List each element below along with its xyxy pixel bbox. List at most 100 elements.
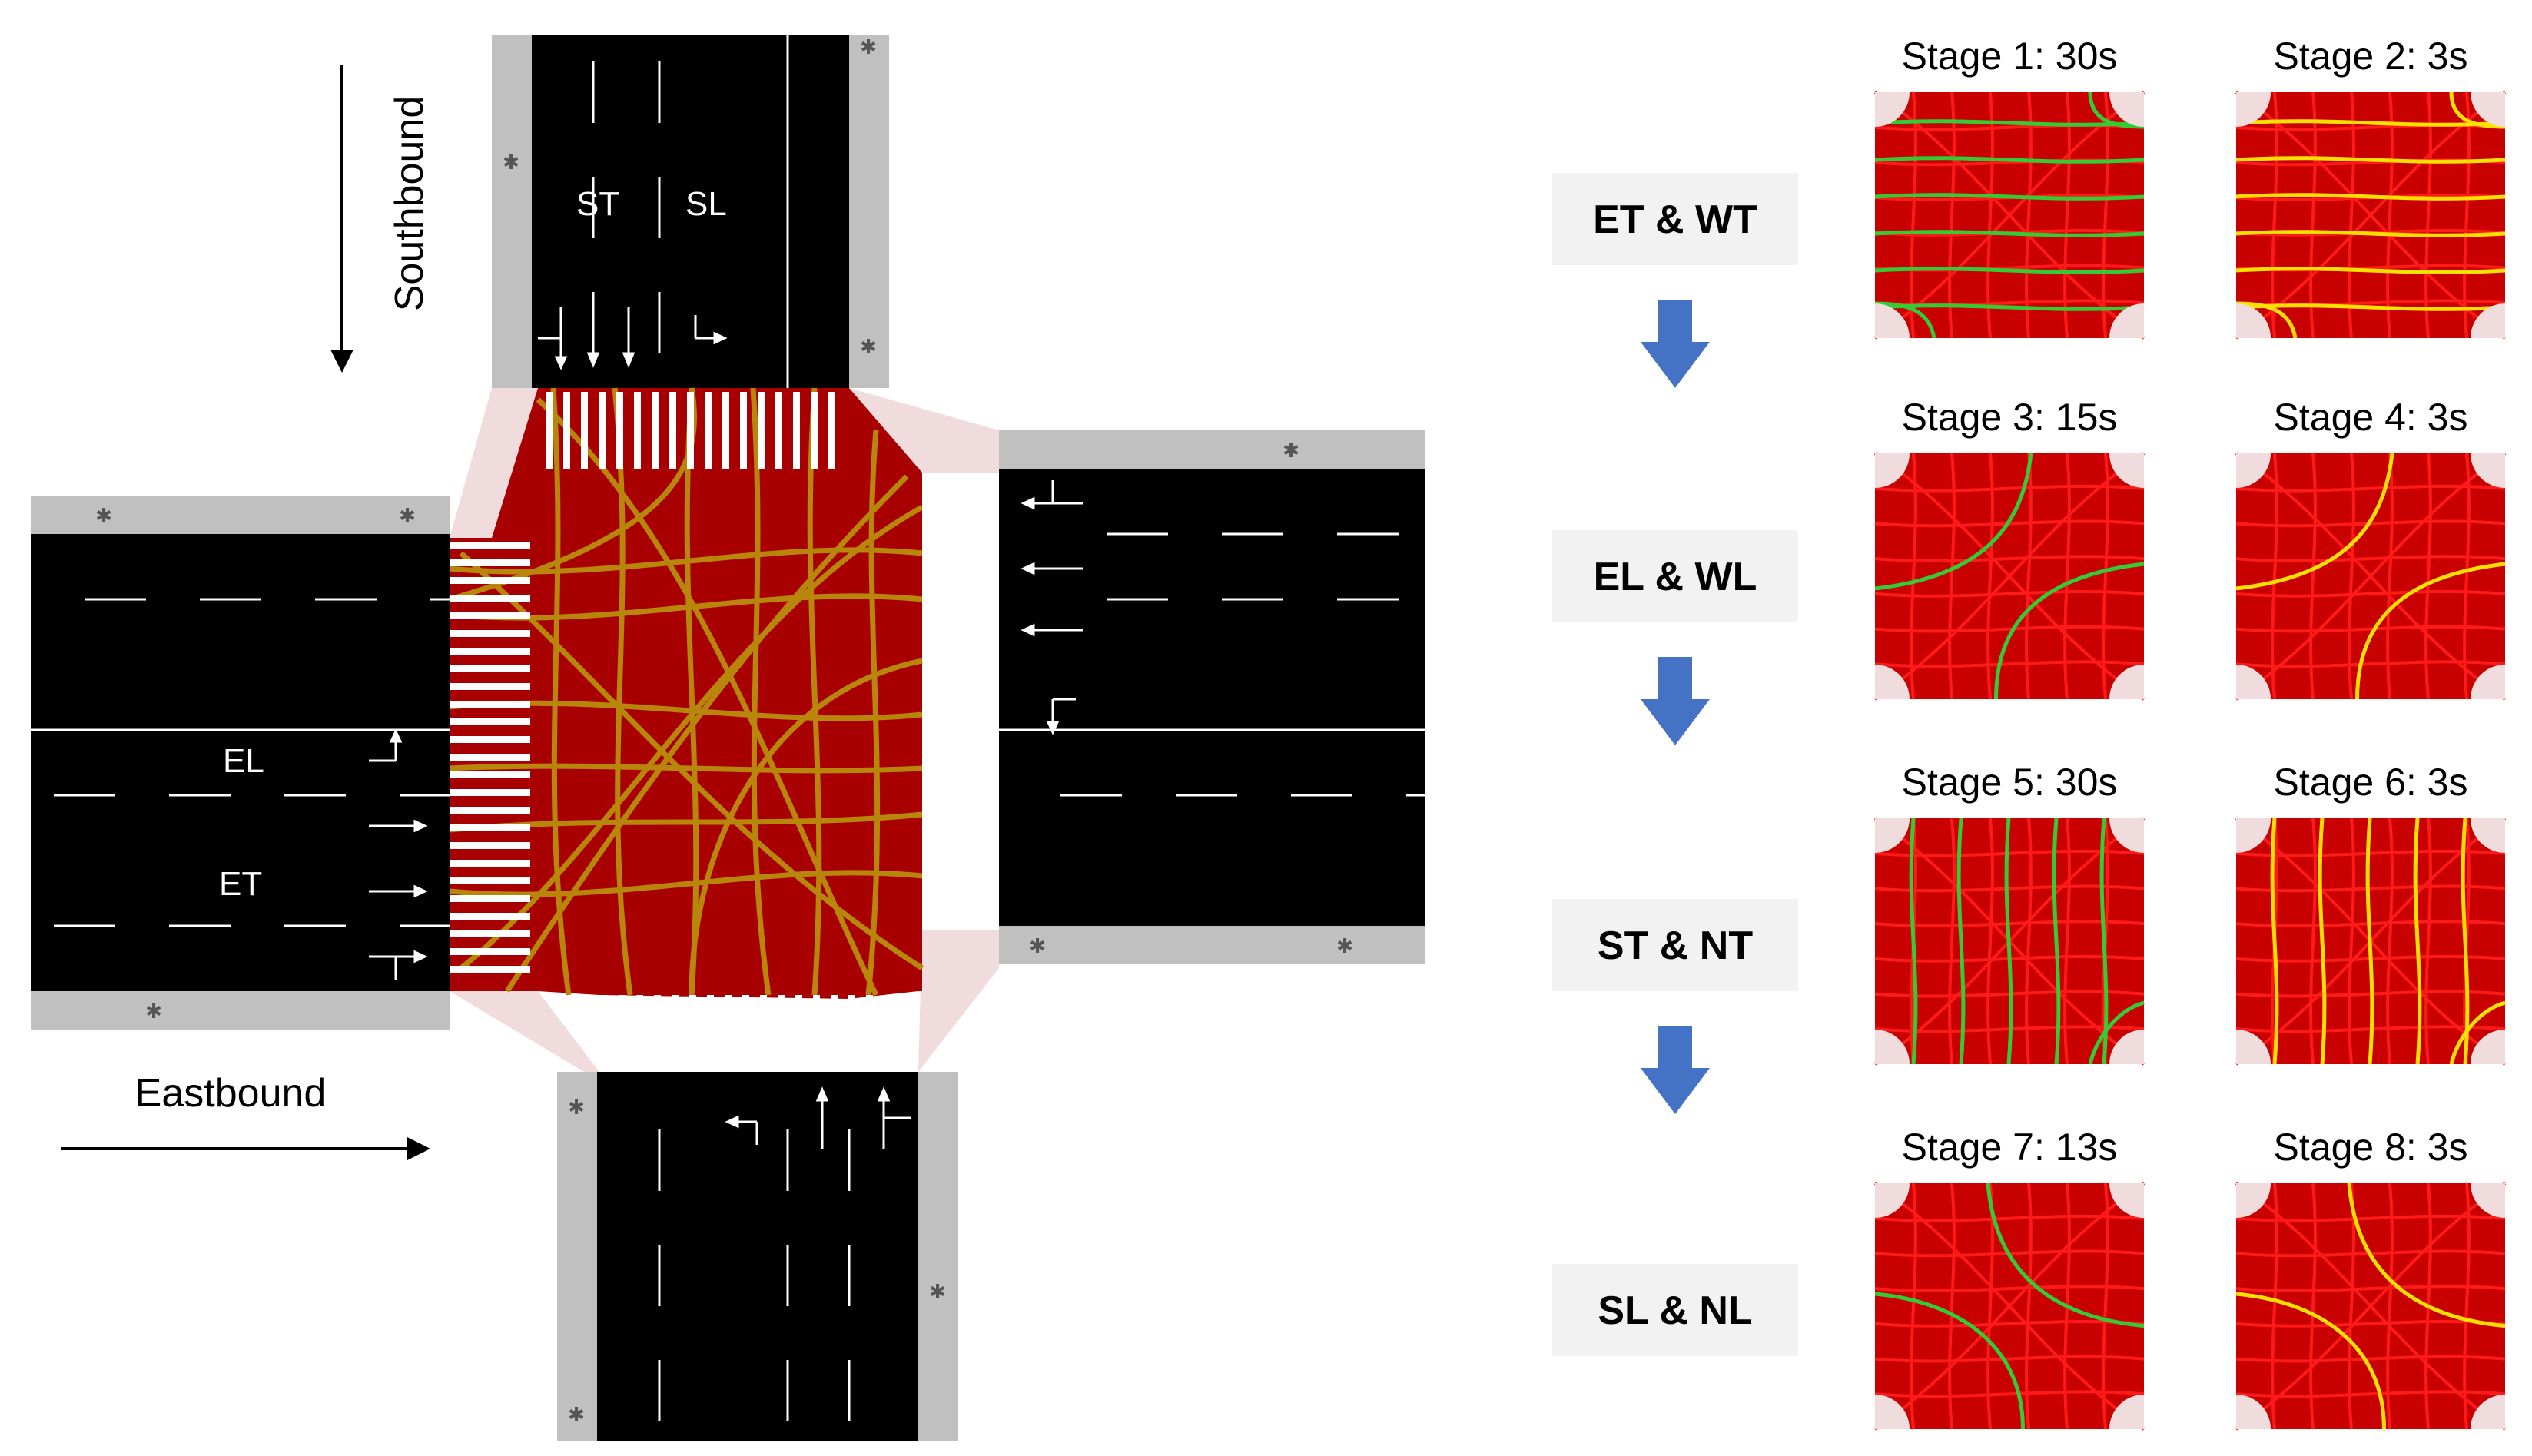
active-movement-paths [1874,91,2145,339]
phase-transition-arrow [1641,657,1710,745]
lane-markings [54,61,1425,1429]
lane-labels: ST SL EL ET [219,185,727,903]
stage-corners [2236,1183,2505,1429]
lane-arrows [369,307,1083,1149]
junction-area [450,388,922,999]
arrow-north-left [725,1115,758,1145]
pedestrian-icon: ✱ [503,151,519,174]
phase-transition-arrow [1641,1026,1710,1114]
stage-title: Stage 5: 30s [1902,761,2118,804]
arrow-west-left [1046,698,1076,735]
stage-grid-lines [1873,452,2145,701]
pedestrian-icon: ✱ [1283,439,1299,463]
phase-sequence: ET & WT EL & WL ST & NT SL & NL [1552,173,1798,1356]
active-movement-paths [1909,818,2145,1065]
stage-corners [1875,818,2144,1064]
active-movement-paths [2235,453,2506,700]
arrow-west-3 [1020,623,1083,637]
southbound-label: Southbound [387,96,432,312]
stage-title: Stage 2: 3s [2274,35,2468,78]
stage-title: Stage 8: 3s [2274,1126,2468,1169]
stage-grid-lines [2235,452,2507,701]
stage-panel: Stage 6: 3s [2235,761,2507,1066]
phase-label: EL & WL [1594,555,1757,599]
arrow-west-1 [1020,480,1083,510]
pedestrian-icon: ✱ [1029,935,1046,958]
lane-label-el: EL [223,742,264,780]
pedestrian-icon: ✱ [860,36,877,59]
phase-box: EL & WL [1552,530,1798,622]
active-movement-paths [2270,818,2506,1065]
stage-panel: Stage 2: 3s [2235,35,2507,340]
arrow-east-left [369,728,403,762]
lane-label-et: ET [219,865,262,903]
stage-panel: Stage 3: 15s [1873,396,2145,701]
stage-title: Stage 1: 30s [1902,35,2118,78]
arrow-east-through-1 [369,819,428,833]
road-centerlines [31,35,1425,731]
active-movement-paths [1874,453,2145,700]
pedestrian-icon: ✱ [568,1096,585,1119]
stage-title: Stage 4: 3s [2274,396,2468,439]
eastbound-label: Eastbound [135,1071,327,1116]
stage-title: Stage 6: 3s [2274,761,2468,804]
stage-panel: Stage 1: 30s [1873,35,2145,340]
active-movement-paths [2235,91,2506,339]
stage-title: Stage 3: 15s [1902,396,2118,439]
phase-box-background [1552,173,1798,265]
arrow-west-2 [1020,562,1083,575]
intersection-layout: ✱ ✱ ✱ ✱ ✱ ✱ ✱ ✱ ✱ ✱ ✱ ✱ ST SL EL ET Sout… [31,35,1425,1441]
phase-label: ST & NT [1598,924,1753,968]
stage-corners [2236,92,2505,338]
southbound-indicator: Southbound [330,65,432,373]
phase-label: ET & WT [1593,197,1757,242]
arrow-east-through-2 [369,884,428,898]
eastbound-indicator: Eastbound [61,1071,430,1160]
phase-box-background [1552,530,1798,622]
stage-corners [2236,453,2505,699]
junction-movement-paths [449,387,924,997]
crosswalk-south [601,995,908,1072]
arrow-east-right [369,950,428,980]
stage-panel: Stage 8: 3s [2235,1126,2507,1431]
phase-box: SL & NL [1552,1264,1798,1356]
arrow-south-through-2 [622,307,635,369]
phase-box: ST & NT [1552,899,1798,991]
crosswalk-east [922,473,999,921]
phase-box: ET & WT [1552,173,1798,265]
crosswalk-north [546,392,835,469]
pedestrian-icon: ✱ [145,1000,162,1023]
stage-corners [1875,92,2144,338]
arrow-south-left-turn [538,307,568,370]
arrow-south-left [694,315,728,345]
arrow-north-through-1 [815,1086,829,1149]
phase-box-background [1552,1264,1798,1356]
phase-transition-arrow [1641,300,1710,388]
stage-panel: Stage 7: 13s [1873,1126,2145,1431]
sidewalks [31,35,1425,1441]
stage-panel: Stage 4: 3s [2235,396,2507,701]
phase-label: SL & NL [1598,1289,1752,1333]
stage-corners [2236,818,2505,1064]
arrow-north-through-2 [877,1086,911,1149]
pedestrian-icon: ✱ [929,1281,946,1304]
lane-label-sl: SL [685,185,727,223]
stage-panel: Stage 5: 30s [1873,761,2145,1066]
stage-corners [1875,1183,2144,1429]
active-movement-paths [2235,1182,2506,1430]
pedestrian-icon: ✱ [1336,935,1353,958]
stage-grid-lines [1873,1182,2145,1431]
stage-title: Stage 7: 13s [1902,1126,2118,1169]
pedestrian-icon: ✱ [399,505,416,528]
crosswalks [450,392,999,1072]
pedestrian-icon: ✱ [568,1404,585,1427]
active-movement-paths [1874,1182,2145,1430]
crosswalk-west [450,542,530,973]
pedestrian-icon: ✱ [860,336,877,359]
lane-label-st: ST [576,185,619,223]
pedestrian-icon: ✱ [95,505,112,528]
stage-corners [1875,453,2144,699]
phase-box-background [1552,899,1798,991]
